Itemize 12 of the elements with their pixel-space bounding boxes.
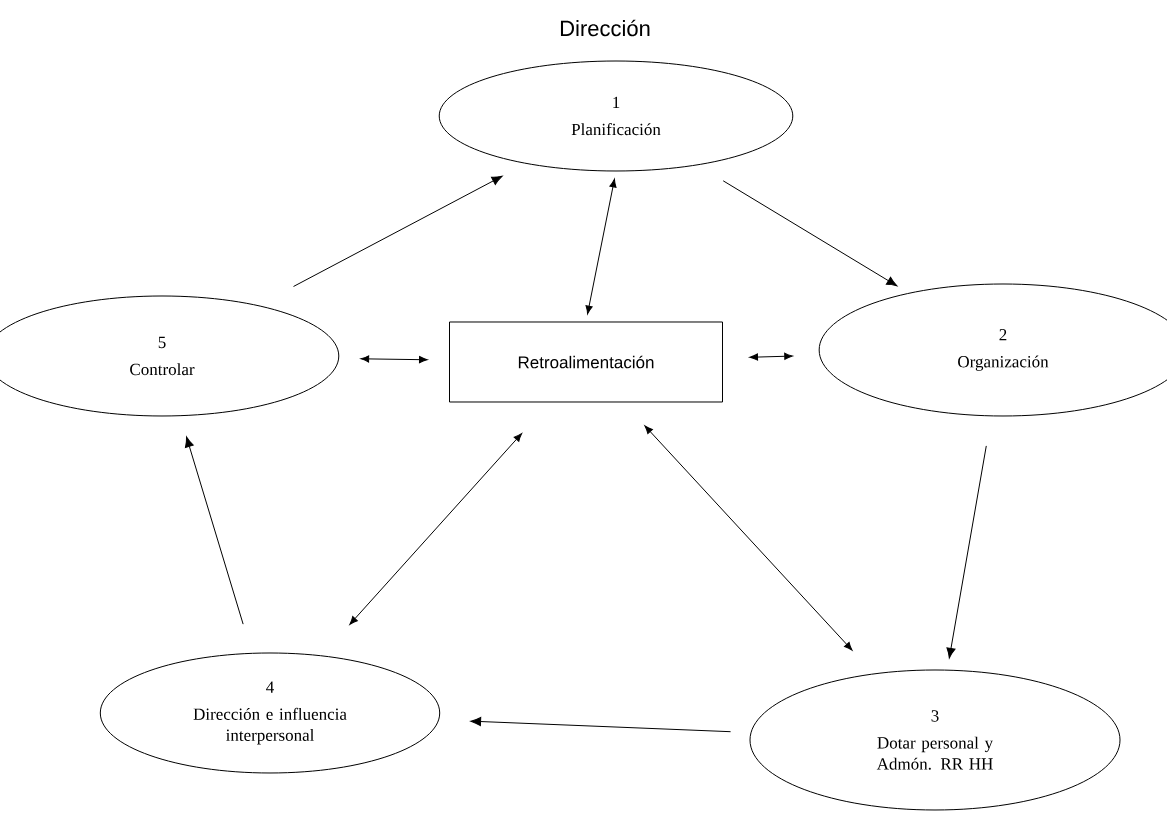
feedback-box: Retroalimentación bbox=[449, 321, 723, 403]
arrow bbox=[749, 352, 793, 361]
arrow bbox=[293, 175, 503, 287]
arrow bbox=[585, 178, 617, 315]
arrow bbox=[470, 716, 732, 733]
arrow bbox=[360, 355, 428, 364]
arrow bbox=[349, 433, 523, 625]
title: Dirección bbox=[560, 19, 650, 37]
arrow bbox=[722, 180, 898, 287]
arrow bbox=[644, 425, 853, 651]
arrow bbox=[184, 436, 244, 625]
arrow bbox=[946, 445, 987, 659]
